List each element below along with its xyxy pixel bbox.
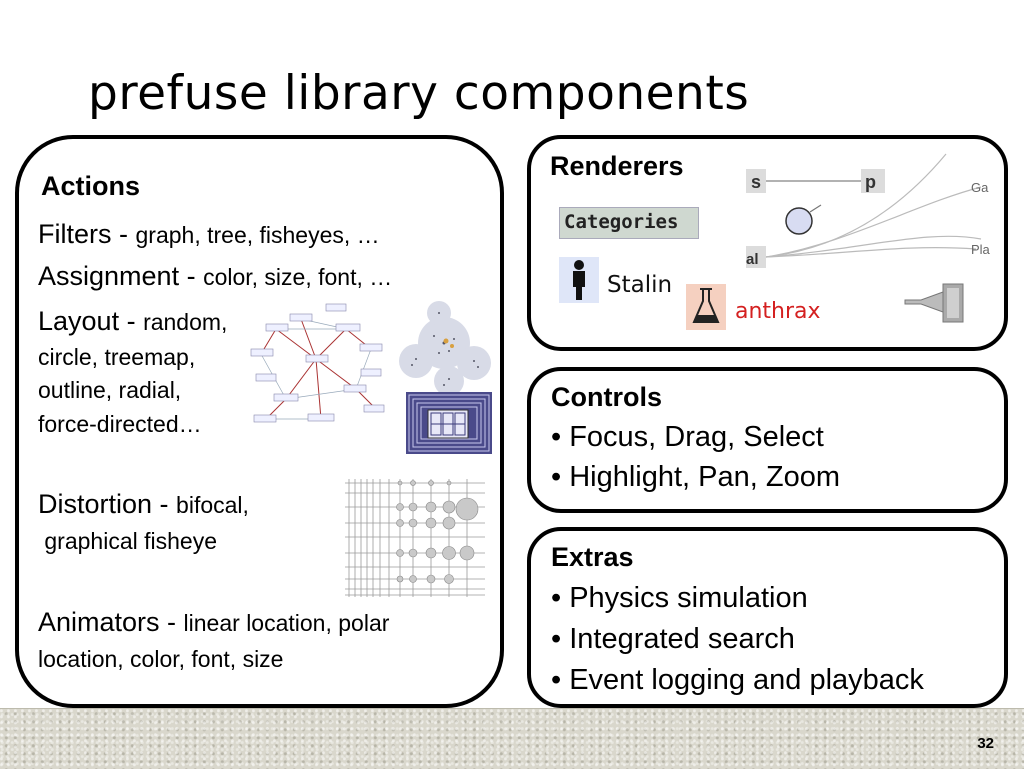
renderers-panel: Renderers s p al Ga Pla Categories Stali… <box>527 135 1008 351</box>
treemap-image <box>406 392 492 454</box>
extras-item-logging: • Event logging and playback <box>551 664 924 696</box>
layout-detail-4: force-directed… <box>38 411 202 437</box>
distortion-label: Distortion - <box>38 489 177 519</box>
stalin-label: Stalin <box>607 272 673 298</box>
distortion-line: Distortion - bifocal, <box>38 488 249 521</box>
controls-heading: Controls <box>551 382 662 412</box>
force-directed-graph-image <box>250 303 385 423</box>
layout-detail-1: random, <box>143 309 228 335</box>
assignment-detail: color, size, font, … <box>203 264 393 290</box>
extras-item-search: • Integrated search <box>551 623 795 655</box>
categories-node: Categories <box>559 207 699 239</box>
flask-icon <box>686 284 726 330</box>
filters-detail: graph, tree, fisheyes, … <box>135 222 380 248</box>
actions-panel: Actions Filters - graph, tree, fisheyes,… <box>15 135 504 708</box>
person-icon <box>559 257 599 303</box>
footer-bar: 32 <box>0 708 1024 769</box>
animators-detail-1: linear location, polar <box>183 610 390 636</box>
edge-label-pla: Pla <box>971 242 991 257</box>
assignment-line: Assignment - color, size, font, … <box>38 260 392 293</box>
distortion-detail-1: bifocal, <box>176 492 249 518</box>
renderers-heading: Renderers <box>550 151 684 181</box>
node-al-text: al <box>746 251 759 268</box>
categories-label: Categories <box>564 211 679 233</box>
controls-panel: Controls • Focus, Drag, Select • Highlig… <box>527 367 1008 513</box>
arrow-shape-icon <box>904 283 964 323</box>
layout-detail-2: circle, treemap, <box>38 344 196 370</box>
filters-label: Filters - <box>38 219 136 249</box>
node-s-text: s <box>751 172 761 192</box>
layout-detail-3: outline, radial, <box>38 377 182 403</box>
renderer-edges-image: s p al Ga Pla <box>746 153 991 268</box>
filters-line: Filters - graph, tree, fisheyes, … <box>38 218 380 251</box>
edge-label-ga: Ga <box>971 180 989 195</box>
anthrax-label: anthrax <box>735 299 821 324</box>
distortion-detail-2: graphical fisheye <box>38 528 217 554</box>
extras-item-physics: • Physics simulation <box>551 582 808 614</box>
animators-line: Animators - linear location, polar <box>38 606 389 639</box>
assignment-label: Assignment - <box>38 261 204 291</box>
layout-label: Layout - <box>38 306 144 336</box>
animators-detail-2: location, color, font, size <box>38 646 284 672</box>
animators-label: Animators - <box>38 607 184 637</box>
controls-item-focus: • Focus, Drag, Select <box>551 421 824 453</box>
slide-title: prefuse library components <box>88 66 750 121</box>
fisheye-grid-image <box>345 479 485 597</box>
layout-line: Layout - random, <box>38 305 227 338</box>
radial-graph-image <box>399 301 491 396</box>
extras-panel: Extras • Physics simulation • Integrated… <box>527 527 1008 708</box>
extras-heading: Extras <box>551 542 634 572</box>
page-number: 32 <box>977 735 994 752</box>
actions-heading: Actions <box>41 171 141 201</box>
controls-item-highlight: • Highlight, Pan, Zoom <box>551 461 841 493</box>
node-p-text: p <box>865 172 876 192</box>
circle-node-icon <box>785 204 822 235</box>
